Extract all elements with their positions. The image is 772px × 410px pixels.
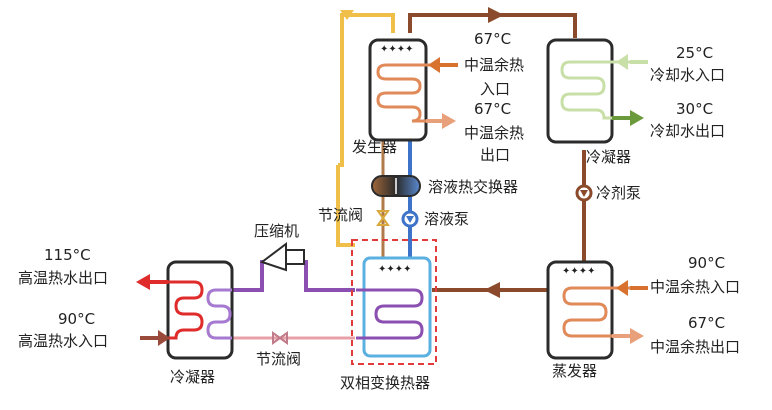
throttle-bottom-label: 节流阀: [256, 350, 301, 368]
generator-heat-in-arrowhead: [428, 57, 440, 73]
cooling-in-label: 冷却水入口: [650, 66, 725, 84]
cooling-in-arrowhead: [616, 54, 628, 70]
condenser-left-purple-coil: [206, 288, 232, 340]
evaporator-label: 蒸发器: [552, 362, 597, 380]
hot-water-in-temp: 90°C: [58, 310, 95, 328]
cooling-out-arrowhead: [630, 110, 644, 126]
compressor-icon: [259, 242, 287, 272]
evaporator-coil: [562, 286, 632, 338]
hot-water-out-temp: 115°C: [44, 246, 91, 264]
condenser-left-label: 冷凝器: [170, 368, 215, 386]
evaporator-out-label: 中温余热出口: [650, 338, 740, 356]
cooling-out-temp: 30°C: [676, 100, 713, 118]
evaporator-heat-out-arrowhead: [630, 328, 644, 344]
brown-arrow-top: [488, 7, 504, 23]
throttle-top-label: 节流阀: [318, 206, 363, 224]
generator-in-line1: 中温余热: [464, 56, 524, 74]
two-phase-label: 双相变换热器: [340, 374, 430, 392]
compressor-motor: [285, 249, 305, 265]
solution-pump-label: 溶液泵: [424, 210, 469, 228]
generator-coil: [376, 63, 440, 123]
generator-out-temp: 67°C: [474, 100, 511, 118]
hot-water-out-label: 高温热水出口: [18, 269, 108, 287]
brown-arrow-bottom: [484, 282, 500, 298]
generator-in-line2: 入口: [480, 80, 510, 98]
compressor-label: 压缩机: [254, 222, 299, 240]
evaporator-in-label: 中温余热入口: [650, 278, 740, 296]
condenser-right-coil: [560, 60, 630, 120]
generator-in-temp: 67°C: [474, 30, 511, 48]
two-phase-coil: [356, 288, 424, 340]
throttle-top-valve-icon: [376, 210, 390, 226]
hot-water-out-arrowhead: [136, 274, 150, 290]
evaporator-in-temp: 90°C: [688, 254, 725, 272]
evaporator-heat-in-arrowhead: [616, 280, 628, 296]
condenser-left-box: [166, 260, 234, 360]
yellow-pipe-generator-loop: [338, 13, 395, 167]
evaporator-out-temp: 67°C: [688, 314, 725, 332]
generator-label: 发生器: [352, 138, 397, 156]
generator-heat-out-arrowhead: [442, 113, 456, 129]
evaporator-dots: ✦✦✦✦: [562, 266, 596, 277]
hot-water-in-arrowhead: [158, 330, 170, 346]
generator-out-line2: 出口: [480, 146, 510, 164]
yellow-arrowhead: [340, 10, 354, 20]
throttle-bottom-valve-icon: [272, 331, 288, 345]
condenser-left-red-coil: [150, 280, 204, 340]
cooling-in-temp: 25°C: [676, 44, 713, 62]
purple-pipe-compressor: [232, 260, 355, 292]
generator-dots: ✦✦✦✦: [380, 44, 414, 55]
two-phase-dots: ✦✦✦✦: [378, 264, 412, 275]
generator-out-line1: 中温余热: [464, 124, 524, 142]
cooling-out-label: 冷却水出口: [650, 122, 725, 140]
refrigerant-pump-arrow: [580, 190, 588, 197]
two-phase-dashed-box: [351, 239, 437, 365]
refrigerant-pump-label: 冷剂泵: [596, 184, 641, 202]
hot-water-in-label: 高温热水入口: [18, 332, 108, 350]
yellow-pipe-to-two-phase: [336, 165, 355, 247]
condenser-right-label: 冷凝器: [586, 148, 631, 166]
solution-pump-arrow: [406, 216, 414, 223]
solution-hx-label: 溶液热交换器: [428, 178, 518, 196]
